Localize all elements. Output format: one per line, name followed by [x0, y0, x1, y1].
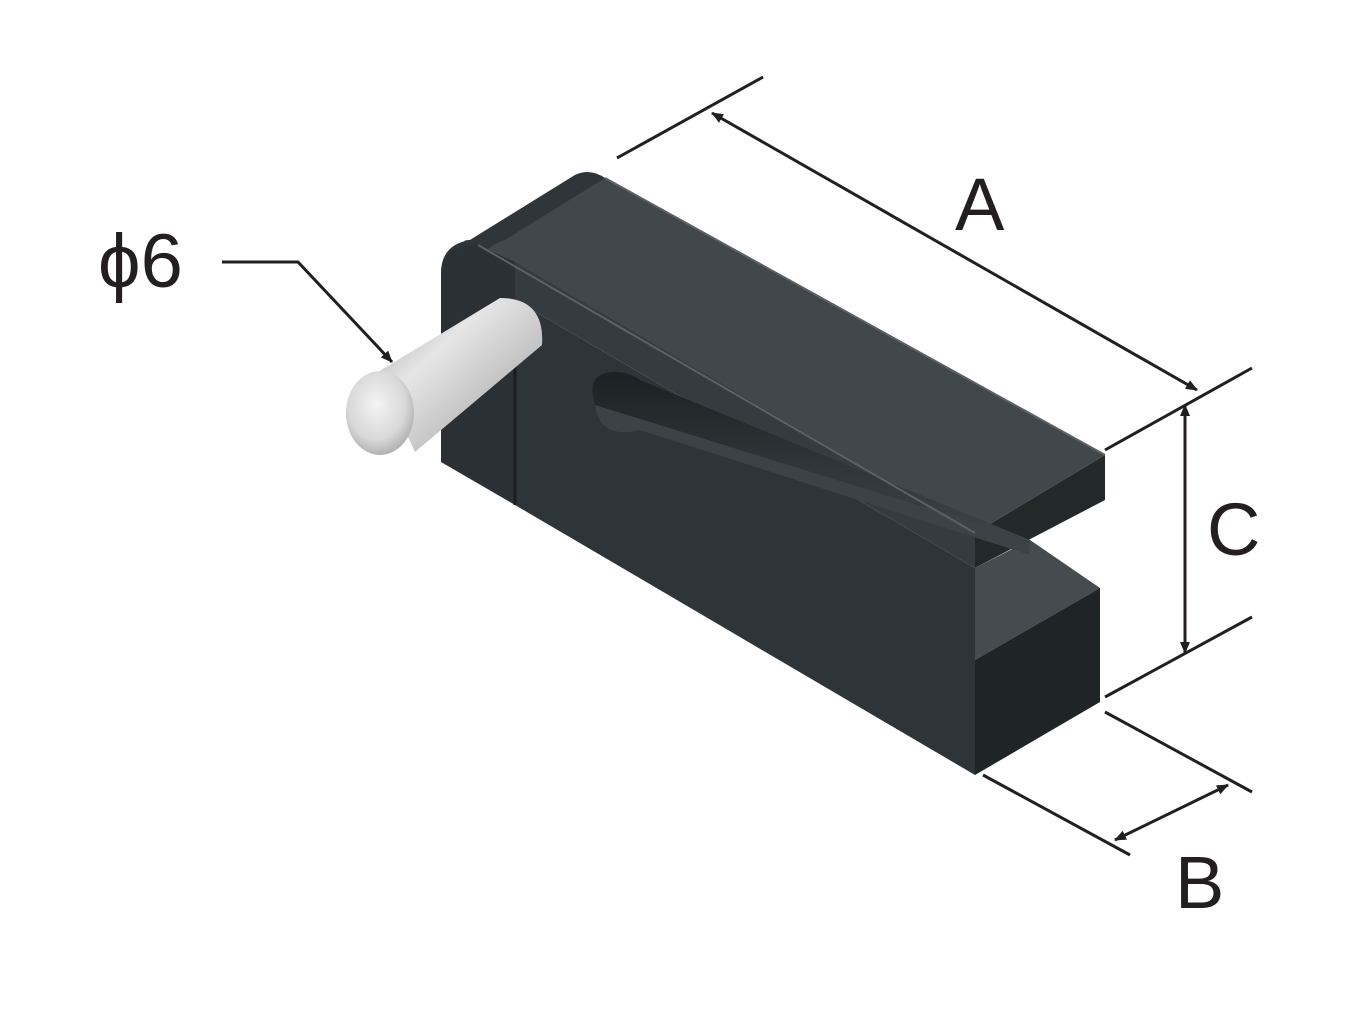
dimension-annotations — [222, 75, 1253, 857]
extension-line-a-left — [616, 75, 764, 160]
extension-line-a-right — [1104, 366, 1253, 452]
locating-pin — [346, 298, 543, 455]
pin-end-face — [346, 371, 414, 455]
dimension-label-c: C — [1207, 488, 1260, 571]
clamp-block-body — [440, 172, 1106, 775]
pin-shaft — [378, 298, 543, 452]
dimension-label-b: B — [1175, 841, 1224, 924]
dimension-arrow-a — [711, 111, 1198, 392]
dimension-arrow-b — [1114, 783, 1229, 842]
dimension-labels: ϕ6 A C B — [98, 163, 1260, 924]
extension-line-b-left — [982, 773, 1131, 857]
extension-line-b-right — [1104, 710, 1253, 794]
pin-diameter-label: ϕ6 — [98, 219, 183, 304]
pin-diameter-leader — [222, 260, 394, 364]
lower-arm-end-face — [975, 588, 1100, 775]
slot-inner-wall — [595, 405, 1030, 555]
lower-arm-top-face — [975, 540, 1100, 660]
dimension-label-a: A — [955, 163, 1005, 246]
extension-line-c-bottom — [1104, 615, 1253, 699]
